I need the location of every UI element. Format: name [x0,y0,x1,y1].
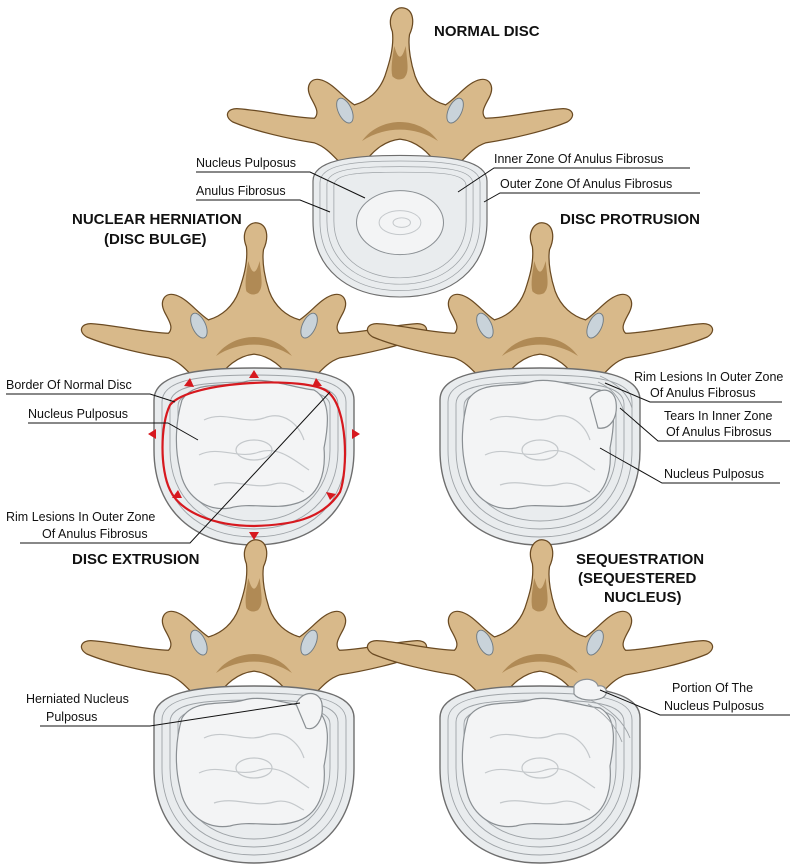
leader-nucleus-pulposus [196,171,366,199]
title-sequestration-line1: SEQUESTRATION [576,551,704,568]
label-herniation-rim-line2: Of Anulus Fibrosus [42,527,148,541]
leader-outer-zone [483,192,700,203]
label-border-normal-disc: Border Of Normal Disc [6,378,132,392]
title-disc-extrusion: DISC EXTRUSION [72,551,200,568]
title-sequestration-line2: (SEQUESTERED [578,570,697,587]
leader-herniated-nucleus [40,702,301,727]
border-normal-disc-outline [161,381,347,528]
title-herniation-line1: NUCLEAR HERNIATION [72,211,242,228]
label-herniation-nucleus: Nucleus Pulposus [28,407,128,421]
label-portion-line1: Portion Of The [672,681,753,695]
panel-disc-protrusion: DISC PROTRUSION Rim Lesions In Outer Zon… [366,211,790,546]
panel-sequestration: SEQUESTRATION (SEQUESTERED NUCLEUS) Port… [366,539,790,864]
leader-portion-nucleus [599,689,790,716]
label-nucleus-pulposus: Nucleus Pulposus [196,156,296,170]
leader-herniation-nucleus [28,422,199,441]
leader-border-normal-disc [6,393,176,403]
leader-herniation-rim [20,391,331,544]
label-portion-line2: Nucleus Pulposus [664,699,764,713]
panel-nuclear-herniation: NUCLEAR HERNIATION (DISC BULGE) Border O… [6,211,428,546]
title-herniation-line2: (DISC BULGE) [104,231,207,248]
label-protrusion-nucleus: Nucleus Pulposus [664,467,764,481]
title-sequestration-line3: NUCLEUS) [604,589,682,606]
leader-protrusion-tears [619,407,790,442]
label-protrusion-rim-line1: Rim Lesions In Outer Zone [634,370,783,384]
label-herniation-rim-line1: Rim Lesions In Outer Zone [6,510,155,524]
label-outer-zone: Outer Zone Of Anulus Fibrosus [500,177,672,191]
leader-protrusion-rim [604,382,782,403]
label-anulus-fibrosus: Anulus Fibrosus [196,184,286,198]
title-disc-protrusion: DISC PROTRUSION [560,211,700,228]
disc-extrusion [153,685,355,864]
label-protrusion-tears-line1: Tears In Inner Zone [664,409,772,423]
disc-protrusion [439,367,641,546]
panel-disc-extrusion: DISC EXTRUSION Herniated Nucleus Pulposu… [26,539,428,864]
label-inner-zone: Inner Zone Of Anulus Fibrosus [494,152,664,166]
label-protrusion-tears-line2: Of Anulus Fibrosus [666,425,772,439]
leader-anulus-fibrosus [196,199,331,213]
label-protrusion-rim-line2: Of Anulus Fibrosus [650,386,756,400]
disc-normal [312,154,488,298]
leader-protrusion-nucleus [599,447,780,484]
label-herniated-line1: Herniated Nucleus [26,692,129,706]
panel-normal-disc: NORMAL DISC Nucleus Pulposus Anulus Fibr… [196,7,700,298]
title-normal-disc: NORMAL DISC [434,23,540,40]
bulge-arrows [148,370,360,540]
leader-inner-zone [457,167,690,193]
label-herniated-line2: Pulposus [46,710,97,724]
disc-sequestration [439,678,641,864]
